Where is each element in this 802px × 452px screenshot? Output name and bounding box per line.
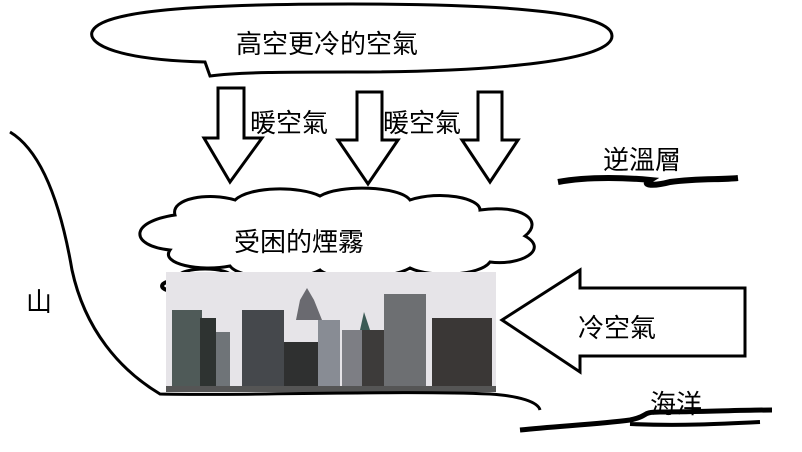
trapped-smog-label: 受困的煙霧 (234, 228, 365, 258)
mountain-label: 山 (26, 288, 53, 318)
down-arrow-2 (335, 90, 401, 187)
cold-air-aloft-bubble (90, 2, 614, 78)
inversion-layer-label: 逆溫層 (603, 146, 682, 176)
cold-air-arrow (499, 267, 747, 375)
ocean-line (519, 407, 773, 433)
ocean-label: 海洋 (650, 390, 703, 420)
warm-air-label-1: 暖空氣 (250, 109, 329, 139)
inversion-layer-line (557, 175, 739, 188)
cold-air-aloft-label: 高空更冷的空氣 (236, 30, 419, 60)
cold-air-label: 冷空氣 (578, 314, 657, 344)
trapped-smog-cloud (138, 186, 536, 280)
down-arrow-1 (201, 86, 265, 185)
ocean-line (629, 420, 761, 427)
city-skyline-photo (166, 272, 496, 392)
warm-air-arrows (201, 86, 521, 187)
warm-air-label-2: 暖空氣 (383, 109, 462, 139)
mountain-outline (9, 130, 542, 411)
down-arrow-3 (459, 90, 521, 185)
